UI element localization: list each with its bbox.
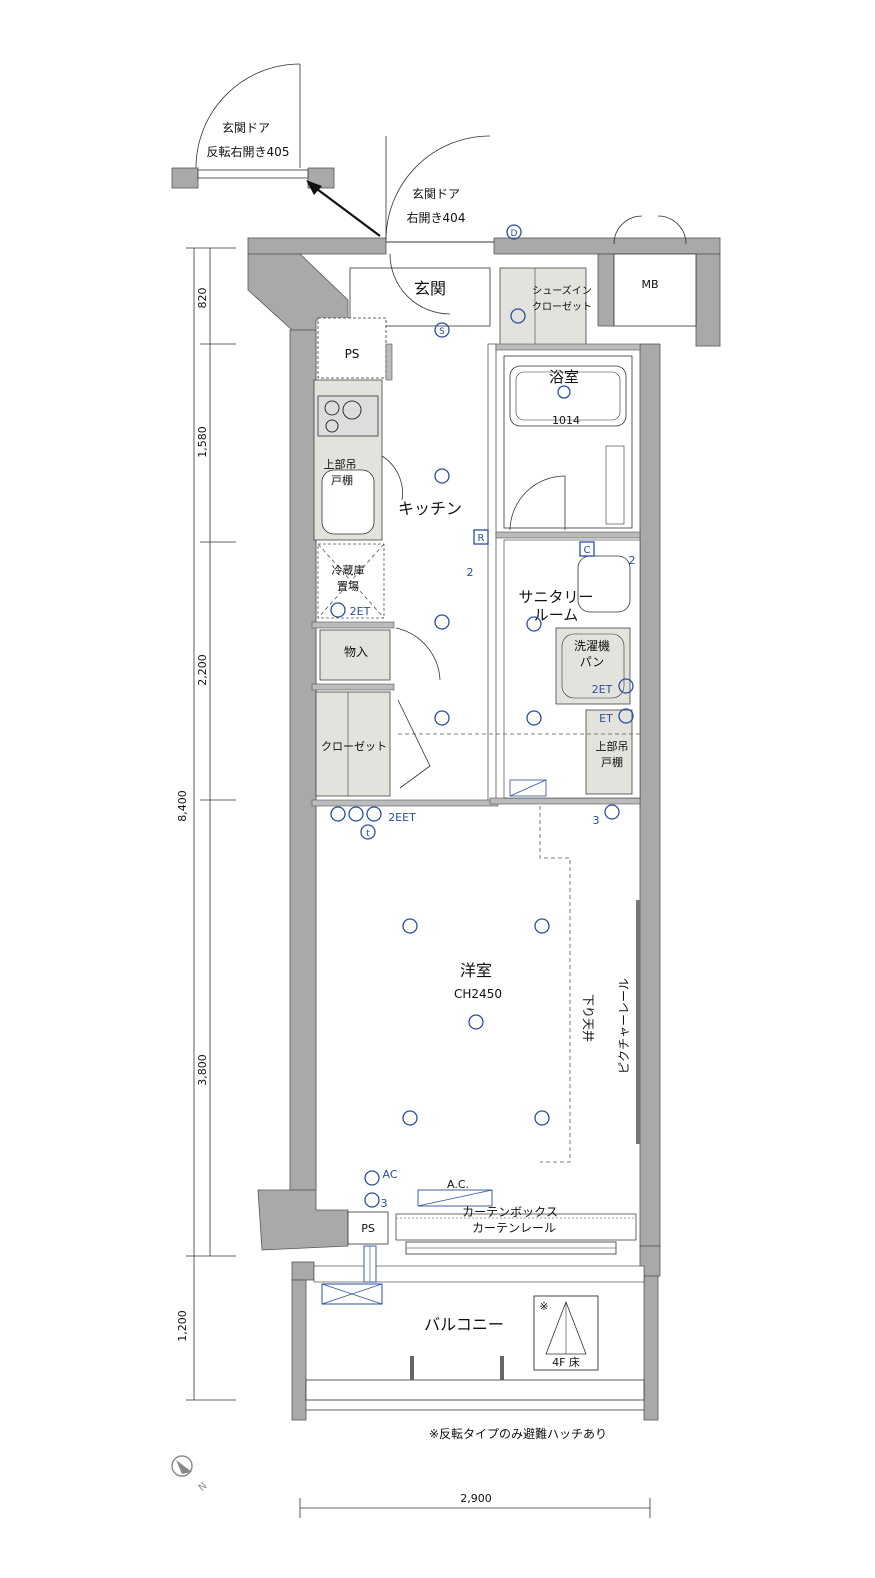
bath-code-label: 1014	[552, 414, 580, 427]
curtain-box-label: カーテンボックス	[462, 1205, 558, 1219]
sanitary-label-2: ルーム	[534, 606, 579, 624]
ps-top-label: PS	[345, 347, 360, 361]
alt-door-label-1: 玄関ドア	[222, 120, 270, 135]
two-et-fridge-label: 2ET	[350, 605, 371, 618]
shoe-closet-label-2: クローゼット	[532, 301, 592, 313]
washer-label-2: パン	[580, 655, 605, 669]
picture-rail-label: ピクチャーレール	[617, 978, 631, 1074]
fridge-label-1: 冷蔵庫	[332, 563, 365, 577]
balcony: ※ 4F 床 バルコニー	[305, 1245, 645, 1411]
dim-seg3: 2,200	[196, 654, 209, 686]
fridge-label-2: 置場	[337, 580, 359, 593]
ps-bottom: PS	[347, 1211, 389, 1245]
ac-outlet-label: AC	[382, 1168, 397, 1181]
ps-bottom-label: PS	[361, 1222, 375, 1235]
balcony-label: バルコニー	[424, 1315, 504, 1334]
d-symbol-label: D	[511, 229, 518, 239]
bath-label: 浴室	[549, 368, 579, 386]
entrance-door-label-1: 玄関ドア	[412, 186, 460, 201]
kitchen-counter: 上部吊 戸棚 キッチン	[313, 379, 462, 541]
dim-balcony-depth: 1,200	[176, 1310, 189, 1342]
compass-icon: N	[171, 1455, 210, 1494]
dimensions: 8,400 820 1,580 2,200 3,800 1,200 2,900	[176, 247, 651, 1518]
two-a-label: 2	[467, 566, 474, 579]
ceiling-height-label: CH2450	[454, 987, 502, 1001]
t-symbol-label: t	[366, 829, 370, 839]
upper-cabinet-1-label-b: 戸棚	[331, 473, 353, 487]
balcony-window	[405, 1241, 617, 1255]
lowered-ceiling-label: 下り天井	[581, 994, 595, 1042]
s-symbol-label: S	[439, 327, 445, 337]
dim-seg2: 1,580	[196, 426, 209, 458]
western-room: 洋室 CH2450 下り天井 ピクチャーレール A.C. カーテンボックス カー…	[395, 806, 640, 1241]
curtain-rail-label: カーテンレール	[472, 1221, 556, 1235]
three-b-label: 3	[381, 1197, 388, 1210]
compass-label: N	[197, 1481, 210, 1494]
ac-unit-label: A.C.	[447, 1178, 469, 1191]
dim-seg4: 3,800	[196, 1054, 209, 1086]
genkan-area: 玄関ドア 右開き404 玄関 シューズイン クローゼット	[349, 135, 592, 347]
et-label: ET	[599, 712, 613, 725]
dim-width: 2,900	[460, 1492, 492, 1505]
two-et-washer-label: 2ET	[592, 683, 613, 696]
r-symbol-label: R	[478, 533, 485, 544]
three-a-label: 3	[593, 814, 600, 827]
ps-top: PS	[317, 317, 387, 379]
door-arrow	[306, 180, 381, 237]
upper-cabinet-2-label-b: 戸棚	[601, 755, 623, 769]
two-eet-label: 2EET	[388, 811, 416, 824]
upper-cabinet-1-label-a: 上部吊	[324, 457, 357, 471]
c-symbol-label: C	[584, 545, 591, 556]
entrance-door-label-2: 右開き404	[407, 210, 466, 225]
interior-walls	[311, 343, 641, 807]
storage: 物入	[319, 627, 441, 681]
upper-cabinet-2-label-a: 上部吊	[596, 739, 629, 753]
western-label: 洋室	[460, 961, 492, 980]
fridge-space: 冷蔵庫 置場	[317, 543, 385, 619]
bath-area: 浴室 1014	[503, 355, 633, 531]
mb-label: MB	[641, 278, 658, 291]
sanitary-label-1: サニタリー	[518, 588, 593, 606]
genkan-label: 玄関	[414, 279, 446, 298]
mb-area: MB	[613, 215, 697, 327]
hatch-note: ※反転タイプのみ避難ハッチあり	[429, 1426, 607, 1441]
storage-label: 物入	[344, 645, 368, 659]
kitchen-label: キッチン	[398, 499, 462, 518]
walls	[247, 237, 721, 1421]
hatch-floor-label: 4F 床	[552, 1355, 580, 1369]
sanitary-room: サニタリー ルーム 洗濯機 パン 上部吊 戸棚	[398, 539, 641, 799]
alt-door-label-2: 反転右開き405	[207, 144, 290, 159]
dim-seg1: 820	[196, 288, 209, 309]
shoe-closet-label-1: シューズイン	[532, 284, 592, 297]
two-b-label: 2	[629, 554, 636, 567]
hatch-mark: ※	[539, 1300, 548, 1313]
electrical-symbols: D S R 2 C 2 2ET 2ET ET 2EET t 3 AC 3	[330, 224, 636, 1210]
washer-label-1: 洗濯機	[574, 638, 610, 653]
closet-label: クローゼット	[321, 740, 387, 753]
dim-total-height: 8,400	[176, 790, 189, 822]
alt-door-inset: 玄関ドア 反転右開き405	[171, 63, 335, 189]
closet: クローゼット	[315, 691, 431, 797]
